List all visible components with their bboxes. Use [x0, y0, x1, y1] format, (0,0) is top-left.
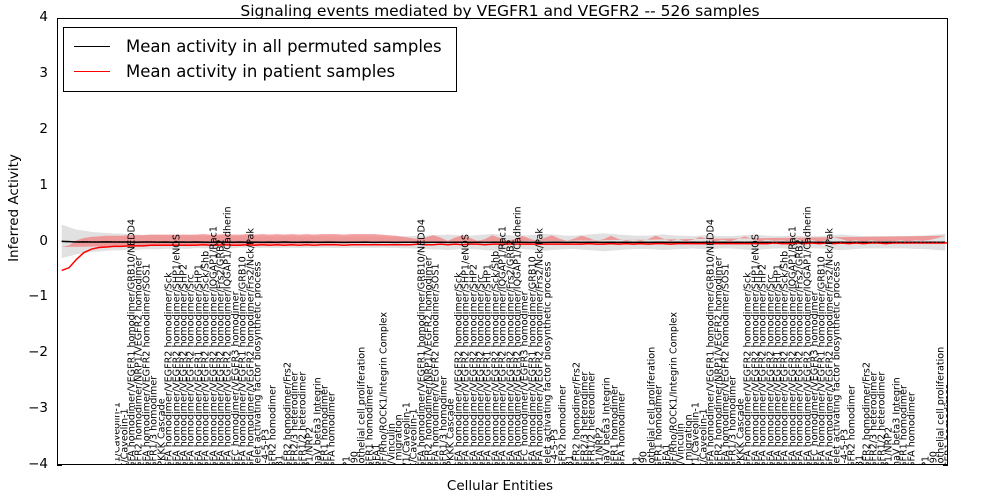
y-tick-label: −1 — [28, 288, 48, 305]
data-ribbons — [61, 224, 947, 272]
y-tick-label: −3 — [28, 400, 48, 417]
y-tick-label: −4 — [28, 456, 48, 472]
y-tick-label: 2 — [39, 120, 48, 137]
y-tick-label: 3 — [39, 64, 48, 81]
y-tick-label: 1 — [39, 176, 48, 193]
y-tick-mark — [57, 465, 62, 466]
y-tick-label: 0 — [39, 232, 48, 249]
legend-swatch-patient — [74, 71, 110, 72]
x-axis-label: Cellular Entities — [446, 478, 554, 494]
legend-item-patient: Mean activity in patient samples — [74, 59, 442, 84]
y-tick-mark — [943, 465, 948, 466]
chart-title: Signaling events mediated by VEGFR1 and … — [240, 2, 760, 20]
y-tick-label: −2 — [28, 344, 48, 361]
legend-label-permuted: Mean activity in all permuted samples — [126, 37, 442, 56]
legend-label-patient: Mean activity in patient samples — [126, 62, 396, 81]
y-tick-label: 4 — [39, 9, 48, 25]
legend-item-permuted: Mean activity in all permuted samples — [74, 34, 442, 59]
chart-legend: Mean activity in all permuted samples Me… — [63, 27, 457, 92]
legend-swatch-permuted — [74, 46, 110, 47]
